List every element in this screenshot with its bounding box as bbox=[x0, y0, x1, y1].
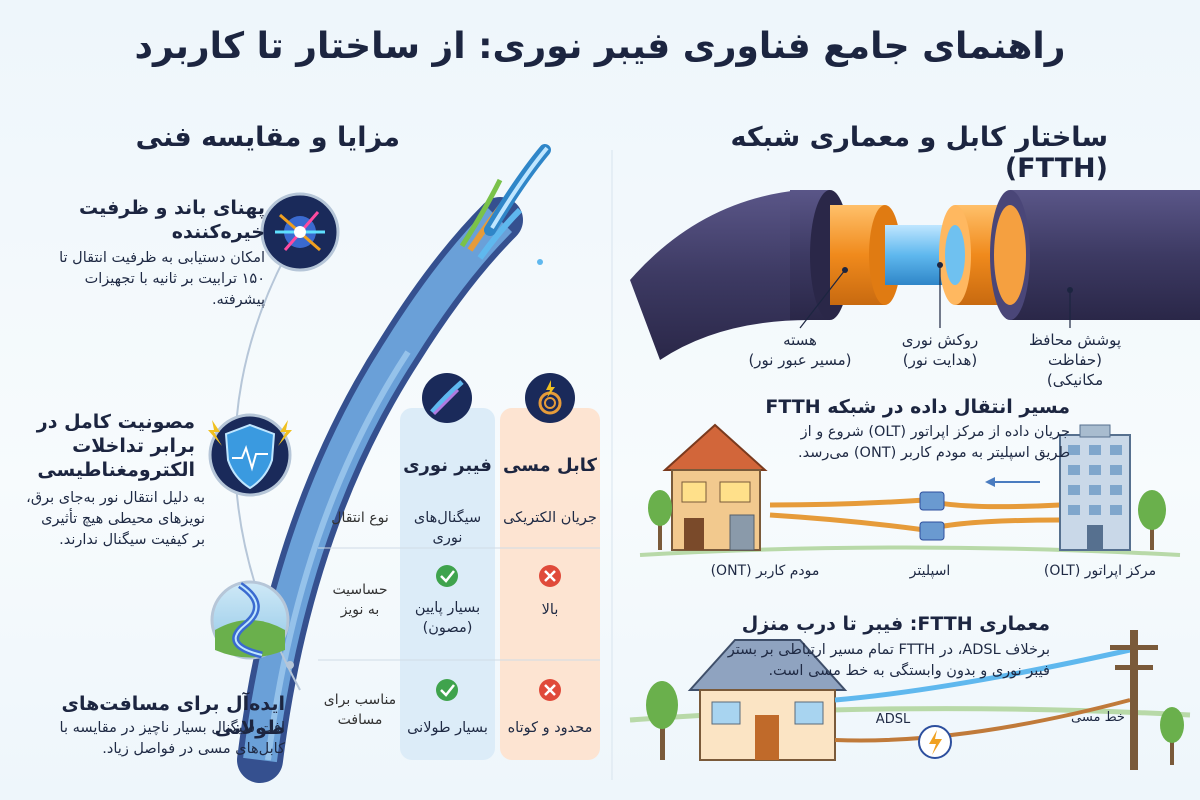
feature-bandwidth-text-2: ۱۵۰ ترابیت بر ثانیه با تجهیزات bbox=[84, 271, 265, 287]
core-label-sub: (مسیر عبور نور) bbox=[748, 351, 852, 369]
col-copper-header: کابل مسی bbox=[503, 455, 597, 476]
core-label: هسته (مسیر عبور نور) bbox=[735, 330, 865, 370]
row-noise-label-2: به نویز bbox=[340, 602, 380, 618]
bandwidth-icon bbox=[260, 192, 340, 272]
feature-emi-text-1: به دلیل انتقال نور به‌جای برق، bbox=[26, 490, 205, 506]
cladding-label-text: روکش نوری bbox=[901, 331, 979, 349]
feature-distance-title: ایده‌آل برای مسافت‌های طولانی bbox=[61, 693, 285, 739]
row-distance-fiber: بسیار طولانی bbox=[407, 720, 488, 736]
feature-distance-text: افت سیگنال بسیار ناچیز در مقایسه با کابل… bbox=[15, 718, 285, 760]
row-distance-label-2: مسافت bbox=[337, 712, 383, 728]
ftth-text-line1: برخلاف ADSL، در FTTH تمام مسیر ارتباطی ب… bbox=[727, 642, 1050, 658]
ftth-text-line2: فیبر نوری و بدون وابستگی به خط مسی است. bbox=[768, 663, 1050, 679]
row-transmission-label: نوع انتقال bbox=[331, 510, 389, 526]
col-fiber-header: فیبر نوری bbox=[403, 455, 492, 476]
row-transmission-copper: جریان الکتریکی bbox=[503, 510, 597, 526]
feature-bandwidth-text-1: امکان دستیابی به ظرفیت انتقال تا bbox=[59, 250, 265, 266]
network-path-diagram bbox=[639, 423, 1181, 557]
feature-emi-title: مصونیت کامل در برابر تداخلات الکترومغناط… bbox=[15, 410, 195, 482]
row-noise-label-1: حساسیت bbox=[332, 582, 388, 598]
olt-label: مرکز اپراتور (OLT) bbox=[1043, 563, 1157, 579]
cable-cross-section bbox=[630, 190, 1200, 360]
left-section-heading: مزایا و مقایسه فنی bbox=[135, 122, 400, 153]
shield-icon bbox=[208, 413, 292, 497]
row-noise-fiber-2: (مصون) bbox=[422, 620, 473, 636]
ftth-description: برخلاف ADSL، در FTTH تمام مسیر ارتباطی ب… bbox=[670, 640, 1050, 682]
ftth-heading: معماری FTTH: فیبر تا درب منزل bbox=[741, 613, 1050, 635]
core-label-text: هسته bbox=[783, 331, 817, 349]
feature-emi-text: به دلیل انتقال نور به‌جای برق، نویزهای م… bbox=[10, 488, 205, 551]
adsl-label: ADSL bbox=[875, 712, 911, 727]
page-title: راهنمای جامع فناوری فیبر نوری: از ساختار… bbox=[134, 26, 1066, 67]
right-section-heading: ساختار کابل و معماری شبکه (FTTH) bbox=[730, 122, 1108, 184]
feature-emi-title-3: الکترومغناطیسی bbox=[37, 459, 195, 481]
ftth-diagram bbox=[629, 630, 1191, 770]
cladding-label-sub: (هدایت نور) bbox=[902, 351, 978, 369]
jacket-label: پوشش محافظ (حفاظت مکانیکی) bbox=[1020, 330, 1130, 390]
feature-distance-text-2: کابل‌های مسی در فواصل زیاد. bbox=[102, 741, 285, 757]
feature-distance-text-1: افت سیگنال بسیار ناچیز در مقایسه با bbox=[59, 720, 285, 736]
comparison-table-bg bbox=[318, 373, 600, 760]
cladding-label: روکش نوری (هدایت نور) bbox=[885, 330, 995, 370]
path-heading: مسیر انتقال داده در شبکه FTTH bbox=[765, 396, 1070, 418]
row-noise-fiber-1: بسیار پایین bbox=[414, 600, 481, 616]
feature-bandwidth-title-1: پهنای باند و ظرفیت bbox=[78, 197, 265, 219]
feature-emi-text-2: نویزهای محیطی هیچ تأثیری bbox=[41, 511, 205, 527]
row-noise-copper: بالا bbox=[541, 602, 559, 618]
row-noise-label: حساسیت به نویز bbox=[320, 580, 400, 620]
row-distance-label: مناسب برای مسافت bbox=[320, 690, 400, 730]
ont-label: مودم کاربر (ONT) bbox=[710, 563, 820, 579]
path-text-line1: جریان داده از مرکز اپراتور (OLT) شروع و … bbox=[800, 424, 1070, 440]
jacket-label-sub: (حفاظت مکانیکی) bbox=[1046, 351, 1104, 389]
row-distance-copper: محدود و کوتاه bbox=[507, 720, 593, 736]
feature-bandwidth-title-2: خیره‌کننده bbox=[171, 221, 265, 243]
path-text-line2: طریق اسپلیتر به مودم کاربر (ONT) می‌رسد. bbox=[798, 445, 1070, 461]
row-noise-fiber: بسیار پایین (مصون) bbox=[400, 598, 495, 638]
feature-bandwidth-text-3: پیشرفته. bbox=[211, 292, 265, 308]
feature-bandwidth-title: پهنای باند و ظرفیت خیره‌کننده bbox=[65, 196, 265, 244]
splitter-label: اسپلیتر bbox=[909, 563, 951, 579]
feature-emi-text-3: بر کیفیت سیگنال ندارند. bbox=[59, 532, 205, 548]
path-description: جریان داده از مرکز اپراتور (OLT) شروع و … bbox=[670, 422, 1070, 464]
feature-bandwidth-text: امکان دستیابی به ظرفیت انتقال تا ۱۵۰ ترا… bbox=[35, 248, 265, 311]
long-distance-icon bbox=[210, 580, 290, 660]
row-transmission-fiber: سیگنال‌های نوری bbox=[413, 510, 482, 546]
jacket-label-text: پوشش محافظ bbox=[1028, 331, 1122, 349]
copper-line-label: خط مسی bbox=[1071, 710, 1125, 725]
row-distance-label-1: مناسب برای bbox=[323, 692, 397, 708]
feature-emi-title-1: مصونیت کامل در bbox=[36, 411, 195, 433]
feature-emi-title-2: برابر تداخلات bbox=[72, 435, 195, 457]
